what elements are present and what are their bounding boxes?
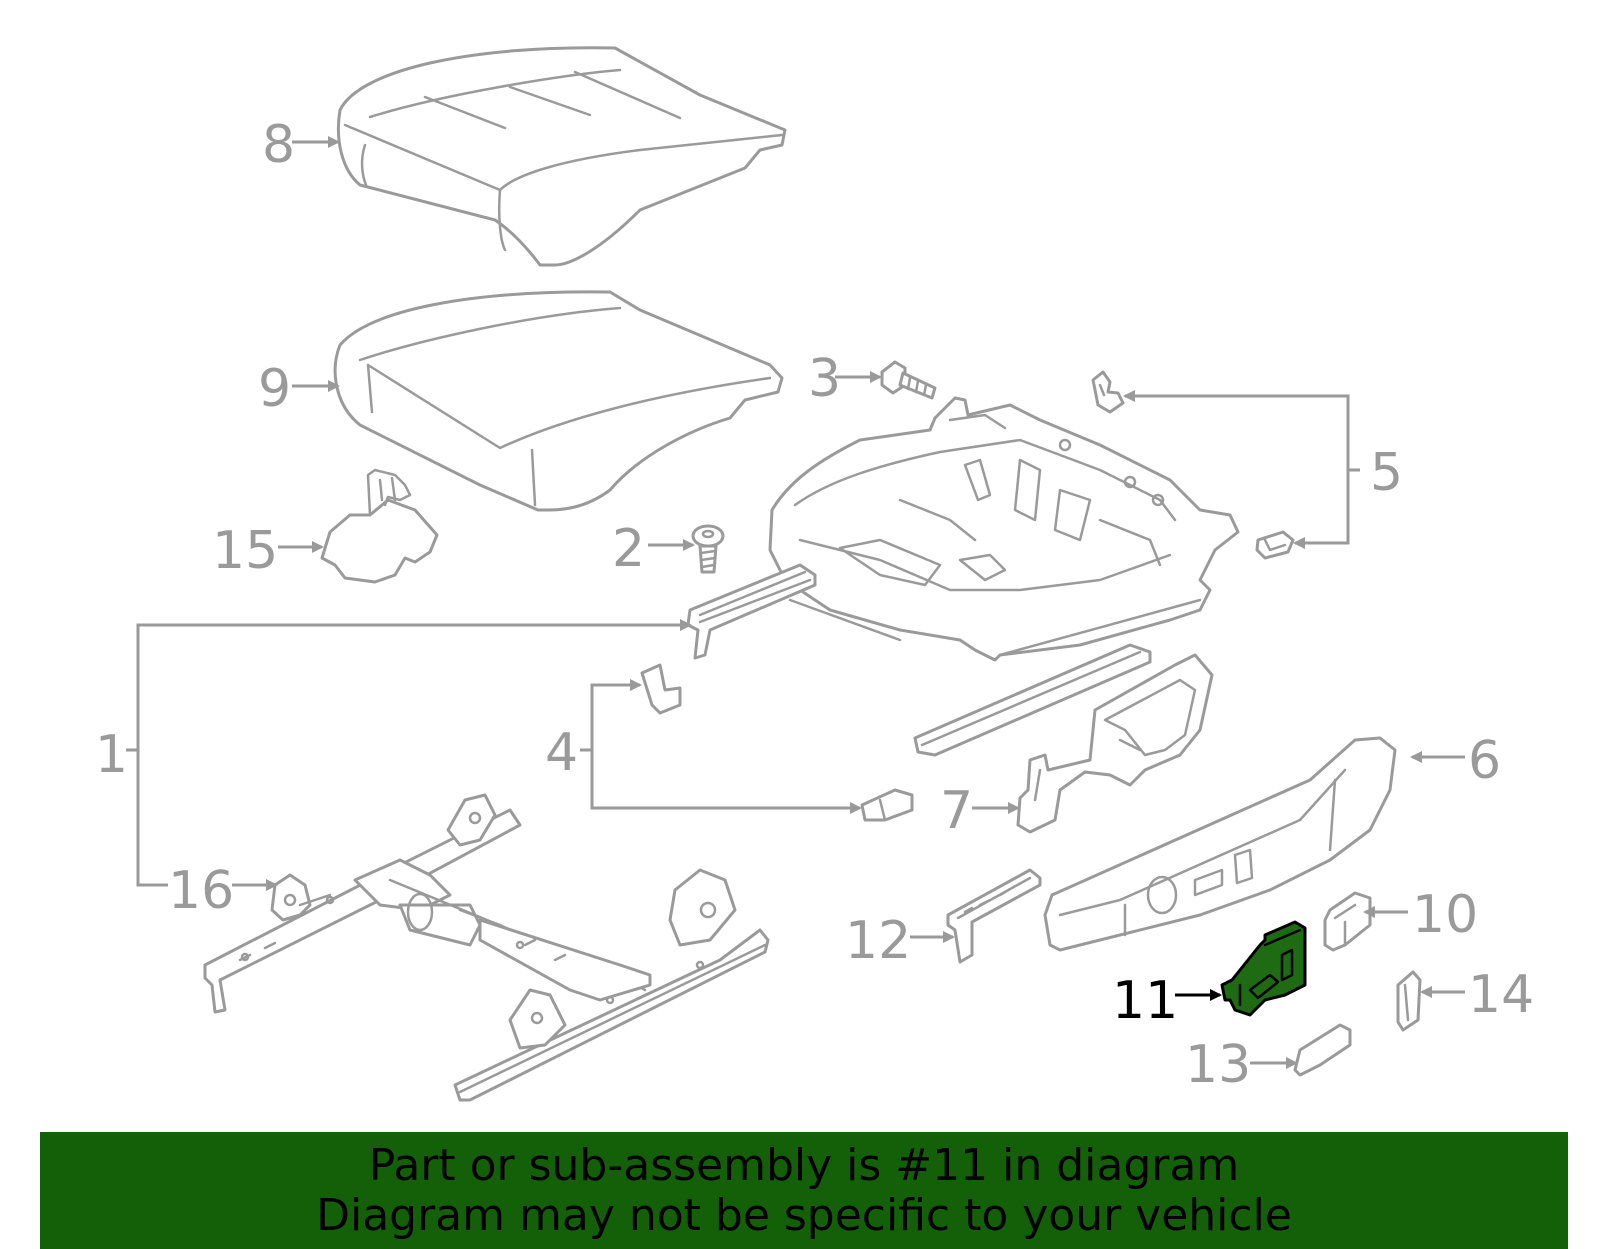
callout-3: 3 — [808, 349, 841, 409]
callout-14: 14 — [1468, 965, 1534, 1025]
part-11-seat-switch[interactable] — [1220, 920, 1307, 1017]
banner-line-disclaimer: Diagram may not be specific to your vehi… — [316, 1189, 1292, 1241]
part-2-screw[interactable] — [691, 524, 725, 574]
part-9-seat-pad[interactable] — [333, 290, 784, 512]
part-10-cover[interactable] — [1323, 891, 1372, 952]
part-4-clip-upper[interactable] — [640, 663, 682, 715]
part-8-seat-cover[interactable] — [336, 46, 787, 267]
callout-5: 5 — [1370, 443, 1403, 503]
leader-lines — [126, 136, 1465, 1069]
callout-16: 16 — [168, 861, 234, 921]
callout-15: 15 — [212, 521, 278, 581]
callout-8: 8 — [262, 115, 295, 175]
callout-10: 10 — [1412, 885, 1478, 945]
part-7-bracket[interactable] — [1016, 653, 1214, 834]
part-15-heater-element[interactable] — [320, 468, 439, 584]
banner-line-part-number: Part or sub-assembly is #11 in diagram — [368, 1139, 1240, 1191]
part-4-clip-lower[interactable] — [860, 788, 914, 822]
callout-11-highlighted: 11 — [1112, 971, 1178, 1031]
info-banner: Part or sub-assembly is #11 in diagram D… — [40, 1132, 1568, 1249]
part-seat-frame[interactable] — [768, 396, 1240, 662]
callout-13: 13 — [1185, 1035, 1251, 1095]
callout-7: 7 — [940, 781, 973, 841]
part-6-side-shield[interactable] — [1043, 736, 1397, 952]
part-14-clip[interactable] — [1396, 970, 1422, 1032]
part-13-trim-cap[interactable] — [1293, 1023, 1352, 1077]
parts-diagram: 8 9 3 2 15 5 1 16 4 7 6 12 10 11 14 13 — [95, 46, 1534, 1102]
part-5-clip-lower[interactable] — [1255, 530, 1295, 560]
part-12-bracket[interactable] — [946, 868, 1042, 964]
callout-1: 1 — [95, 725, 128, 785]
part-5-clip-upper[interactable] — [1091, 370, 1125, 414]
callout-9: 9 — [258, 359, 291, 419]
callout-6: 6 — [1468, 731, 1501, 791]
callout-12: 12 — [845, 911, 911, 971]
callout-labels: 8 9 3 2 15 5 1 16 4 7 6 12 10 11 14 13 — [95, 115, 1534, 1095]
callout-2: 2 — [612, 519, 645, 579]
part-3-bolt[interactable] — [880, 360, 937, 400]
part-upper-rail-left[interactable] — [686, 563, 817, 660]
callout-4: 4 — [545, 723, 578, 783]
part-upper-rail-right[interactable] — [913, 643, 1152, 757]
part-16-seat-track[interactable] — [203, 793, 770, 1102]
